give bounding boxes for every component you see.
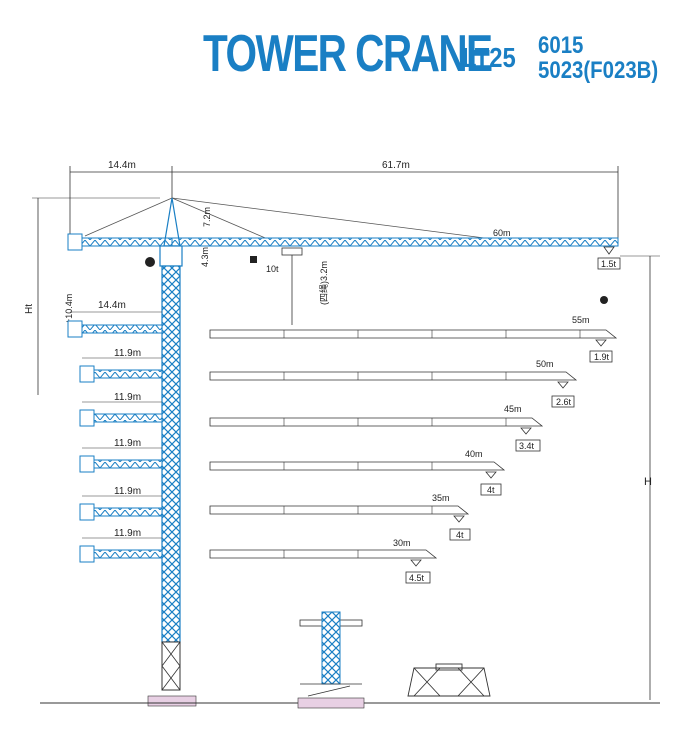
jib-40m-load: 4t [487, 485, 495, 495]
main-jib [171, 237, 619, 247]
tower-base-section [161, 641, 181, 691]
counter-jib-5-length: 11.9m [114, 486, 141, 497]
counter-jib-3: 11.9m [79, 392, 163, 427]
jib-50m-length: 50m [536, 359, 554, 369]
plus-height-label: +10.4m [64, 294, 74, 324]
cab [159, 245, 183, 267]
jib-config-30m: 30m 4.5t [209, 538, 438, 584]
jib-45m-length: 45m [504, 404, 522, 414]
jib-35m-length: 35m [432, 493, 450, 503]
counter-jib-4: 11.9m [79, 438, 163, 473]
tip-hook-icon [603, 246, 615, 255]
jib-config-45m: 45m 3.4t [209, 404, 544, 452]
counter-jib-1-length: 14.4m [98, 300, 126, 311]
jib-55m-load: 1.9t [594, 352, 610, 362]
tower-foundation [147, 695, 197, 707]
apex-height: 4.3m [200, 247, 210, 267]
jib-30m-load: 4.5t [409, 573, 425, 583]
cab-height: 7.2m [202, 207, 212, 227]
jib-45m-load: 3.4t [519, 441, 535, 451]
jib-40m-length: 40m [465, 449, 483, 459]
hook-icon [453, 515, 465, 523]
jib-35m-load: 4t [456, 530, 464, 540]
counter-jib-5: 11.9m [79, 486, 163, 521]
erection-section [297, 611, 365, 709]
jib-30m-length: 30m [393, 538, 411, 548]
chassis-base [407, 663, 491, 697]
hook-icon [520, 427, 532, 435]
ht-label: Ht [24, 304, 35, 314]
jib-config-50m: 50m 2.6t [209, 359, 578, 408]
tip-load: 1.5t [601, 259, 617, 269]
top-counter-jib [81, 237, 173, 247]
counterweight-icon [67, 233, 83, 251]
jib-config-55m: 55m 1.9t [209, 315, 618, 363]
hook-icon [557, 381, 569, 389]
slewing-icon [145, 257, 155, 267]
tower-mast [161, 265, 181, 643]
counter-jib-6-length: 11.9m [114, 528, 141, 539]
trolley-motor-icon [250, 256, 257, 263]
counter-jib-6: 11.9m [79, 528, 163, 563]
title-main: TOWER CRANE [203, 25, 493, 83]
hook-icon [485, 471, 497, 479]
tip-load-box [597, 257, 621, 270]
top-dimensions [69, 166, 619, 240]
counter-jib-1: 14.4m [67, 300, 163, 338]
title-model: LT25 [462, 42, 516, 73]
h-label: H [644, 476, 652, 488]
hook-height: (四绳)3.2m [318, 261, 329, 305]
hook-icon [595, 339, 607, 347]
main-jib-label: 60m [493, 228, 511, 238]
counter-jib-4-length: 11.9m [114, 438, 141, 449]
jib-config-40m: 40m 4t [209, 449, 506, 496]
title-variant-2: 5023(F023B) [538, 57, 659, 84]
counter-jib-2: 11.9m [79, 348, 163, 383]
jib-50m-load: 2.6t [556, 397, 572, 407]
jib-total-length: 61.7m [382, 160, 410, 171]
hoist-motor-icon [600, 296, 608, 304]
counter-jib-3-length: 11.9m [114, 392, 141, 403]
trolley [281, 247, 303, 256]
max-load: 10t [266, 264, 279, 274]
counter-jib-length: 14.4m [108, 160, 136, 171]
counter-jib-2-length: 11.9m [114, 348, 141, 359]
hook-icon [410, 559, 422, 567]
tie-rods [84, 197, 501, 241]
jib-config-35m: 35m 4t [209, 493, 471, 541]
title-variant-1: 6015 [538, 32, 584, 59]
jib-55m-length: 55m [572, 315, 590, 325]
